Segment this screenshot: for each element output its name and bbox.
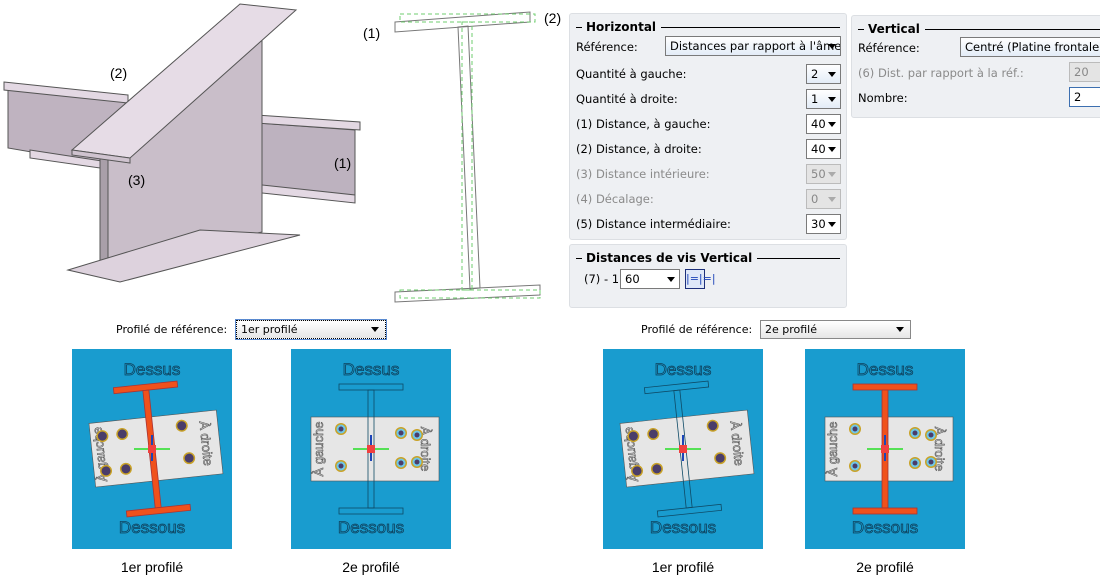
left-ref-label: Profilé de référence: bbox=[116, 323, 228, 336]
vertical-dist-input[interactable]: 20 bbox=[1069, 62, 1100, 82]
bottom-label: Dessous bbox=[650, 518, 716, 537]
section-label-1: (1) bbox=[363, 25, 381, 41]
origin-marker bbox=[679, 445, 687, 453]
horizontal-reference-select[interactable]: Distances par rapport à l'âme bbox=[665, 36, 841, 56]
vertical-reference-label: Référence: bbox=[858, 41, 920, 55]
horizontal-row-select[interactable]: 40 bbox=[806, 114, 841, 134]
screw-distance-select[interactable]: 60 bbox=[620, 269, 680, 289]
horizontal-row-select[interactable]: 0 bbox=[806, 189, 841, 209]
horizontal-row-label: Quantité à droite: bbox=[576, 92, 678, 106]
beam-label-2: (2) bbox=[110, 65, 128, 81]
horizontal-row-label: (4) Décalage: bbox=[576, 192, 654, 206]
horizontal-row-label: (3) Distance intérieure: bbox=[576, 167, 710, 181]
bottom-label: Dessous bbox=[119, 518, 185, 537]
preview-caption: 2e profilé bbox=[342, 559, 400, 575]
beam-label-3: (3) bbox=[128, 172, 146, 188]
beam-3d-illustration bbox=[3, 3, 361, 283]
left-label: À gauche bbox=[311, 422, 326, 477]
beam-label-1: (1) bbox=[334, 155, 352, 171]
horizontal-row-select[interactable]: 30 bbox=[806, 214, 841, 234]
right-label: À droite bbox=[196, 420, 216, 466]
screw-distances-title: Distances de vis Vertical bbox=[576, 251, 840, 265]
section-label-2: (2) bbox=[544, 10, 562, 26]
left-label: À gauche bbox=[825, 422, 840, 477]
horizontal-reference-label: Référence: bbox=[576, 40, 638, 54]
top-label: Dessus bbox=[124, 360, 181, 379]
horizontal-row-select[interactable]: 50 bbox=[806, 164, 841, 184]
vertical-panel: Vertical Référence: Centré (Platine fron… bbox=[851, 15, 1100, 118]
right-label: À droite bbox=[727, 420, 747, 466]
vertical-count-label: Nombre: bbox=[858, 91, 908, 105]
bottom-label: Dessous bbox=[338, 518, 404, 537]
horizontal-row-select[interactable]: 1 bbox=[806, 89, 841, 109]
horizontal-row-label: (1) Distance, à gauche: bbox=[576, 117, 711, 131]
top-label: Dessus bbox=[343, 360, 400, 379]
equal-distribution-icon[interactable]: |=|=| bbox=[685, 269, 716, 289]
preview-caption: 2e profilé bbox=[856, 559, 914, 575]
horizontal-row-label: Quantité à gauche: bbox=[576, 67, 687, 81]
origin-marker bbox=[148, 445, 156, 453]
bottom-label: Dessous bbox=[852, 518, 918, 537]
origin-marker bbox=[881, 445, 889, 453]
horizontal-row-select[interactable]: 2 bbox=[806, 64, 841, 84]
preview-caption: 1er profilé bbox=[651, 559, 715, 575]
preview-caption: 1er profilé bbox=[120, 559, 184, 575]
right-ref-label: Profilé de référence: bbox=[641, 323, 753, 336]
screw-distances-panel: Distances de vis Vertical (7) - 1 60 |=|… bbox=[569, 244, 847, 308]
origin-marker bbox=[367, 445, 375, 453]
vertical-title: Vertical bbox=[858, 22, 1100, 36]
vertical-reference-select[interactable]: Centré (Platine frontale) bbox=[960, 37, 1100, 57]
vertical-dist-label: (6) Dist. par rapport à la réf.: bbox=[858, 66, 1024, 80]
right-ref-select[interactable]: 2e profilé bbox=[760, 320, 911, 339]
screw-row-label: (7) - 1 bbox=[584, 272, 620, 286]
top-label: Dessus bbox=[857, 360, 914, 379]
horizontal-row-label: (2) Distance, à droite: bbox=[576, 142, 702, 156]
left-ref-select[interactable]: 1er profilé bbox=[235, 319, 387, 340]
horizontal-panel: Horizontal Référence: Distances par rapp… bbox=[569, 13, 847, 240]
vertical-count-input[interactable]: 2 bbox=[1069, 87, 1100, 107]
horizontal-row-select[interactable]: 40 bbox=[806, 139, 841, 159]
section-diagram bbox=[394, 11, 541, 303]
horizontal-title: Horizontal bbox=[576, 20, 840, 34]
top-label: Dessus bbox=[655, 360, 712, 379]
horizontal-row-label: (5) Distance intermédiaire: bbox=[576, 217, 731, 231]
